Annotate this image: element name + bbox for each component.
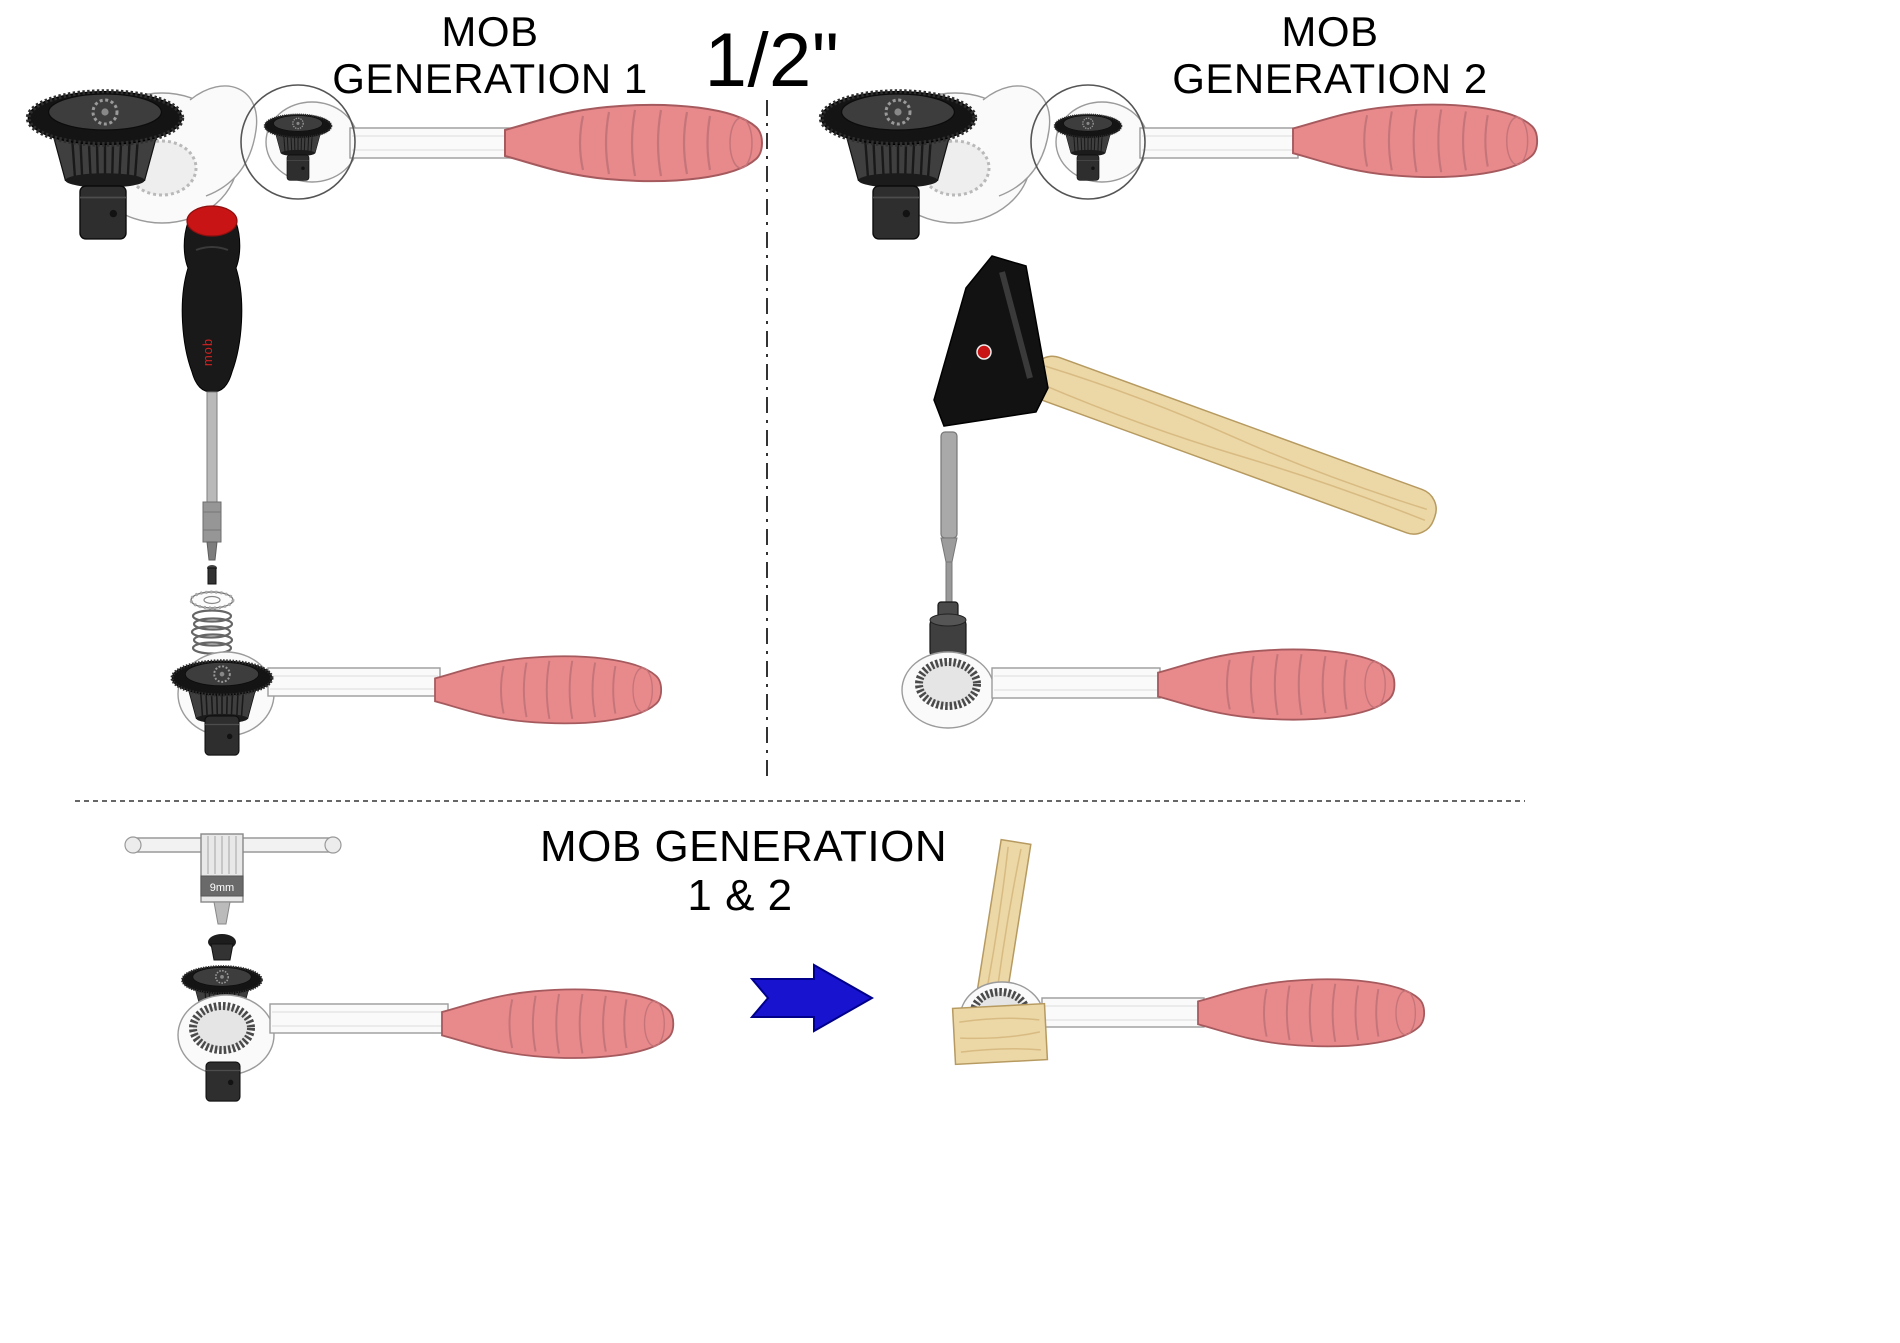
wrench-handle	[1156, 648, 1396, 721]
wrench-handle	[1291, 103, 1539, 179]
hammer-illustration	[933, 255, 1437, 613]
gen1-bottom-wrench-illustration	[170, 651, 663, 756]
gen2-header: MOB GENERATION 2	[1130, 8, 1530, 102]
gen2-exploded-head-illustration	[821, 85, 1051, 240]
gen2-top-wrench-illustration	[1030, 84, 1539, 200]
wrench-handle	[503, 103, 764, 183]
tap-wrench-illustration: 9mm	[124, 833, 342, 925]
hammer-handle	[1029, 355, 1437, 535]
square-drive-icon	[1076, 154, 1100, 181]
square-drive-icon	[205, 1061, 241, 1102]
spring-icon	[190, 609, 234, 655]
exploded-small-parts-illustration	[189, 565, 235, 655]
gen2-header-line2: GENERATION 2	[1172, 55, 1488, 103]
pin-punch-icon	[940, 431, 958, 613]
gen2-bottom-wrench-illustration	[901, 601, 1396, 729]
exploded-cap-stack-illustration	[181, 934, 263, 1018]
gen1-header-line1: MOB	[441, 8, 539, 55]
square-drive-icon	[204, 715, 240, 756]
gen2-header-line1: MOB	[1281, 8, 1379, 55]
wrench-handle	[441, 988, 675, 1059]
wood-block-front	[951, 1002, 1049, 1066]
detail-magnifier-circle	[240, 84, 356, 200]
square-drive-icon	[79, 185, 127, 240]
wrench-handle	[434, 655, 663, 725]
gen1-header: MOB GENERATION 1	[290, 8, 690, 102]
washer-icon	[189, 590, 235, 610]
clamped-wrench-illustration	[951, 838, 1426, 1066]
hammer-head	[933, 255, 1049, 427]
square-adapter-icon	[929, 601, 967, 657]
screwdriver-cap	[186, 205, 238, 237]
gen1-exploded-head-illustration	[28, 85, 258, 240]
square-drive-icon	[286, 154, 310, 181]
gen1-header-line2: GENERATION 1	[332, 55, 648, 103]
square-drive-icon	[872, 185, 920, 240]
bottom-header-line1: MOB GENERATION	[540, 822, 948, 871]
arrow-right-icon	[749, 963, 875, 1033]
wrench-handle	[1197, 978, 1426, 1048]
screwdriver-illustration: mob	[181, 205, 243, 561]
hammer-logo-icon	[976, 344, 992, 360]
detail-magnifier-circle	[1030, 84, 1146, 200]
bottom-header: MOB GENERATION 1 & 2	[540, 822, 948, 921]
bottom-header-line2: 1 & 2	[687, 871, 793, 921]
tap-wrench-size-label: 9mm	[210, 882, 234, 894]
screwdriver-brand-label: mob	[200, 338, 215, 366]
size-label: 1/2"	[704, 18, 840, 103]
bottom-left-wrench-illustration	[177, 988, 675, 1102]
gen1-top-wrench-illustration	[240, 84, 764, 200]
